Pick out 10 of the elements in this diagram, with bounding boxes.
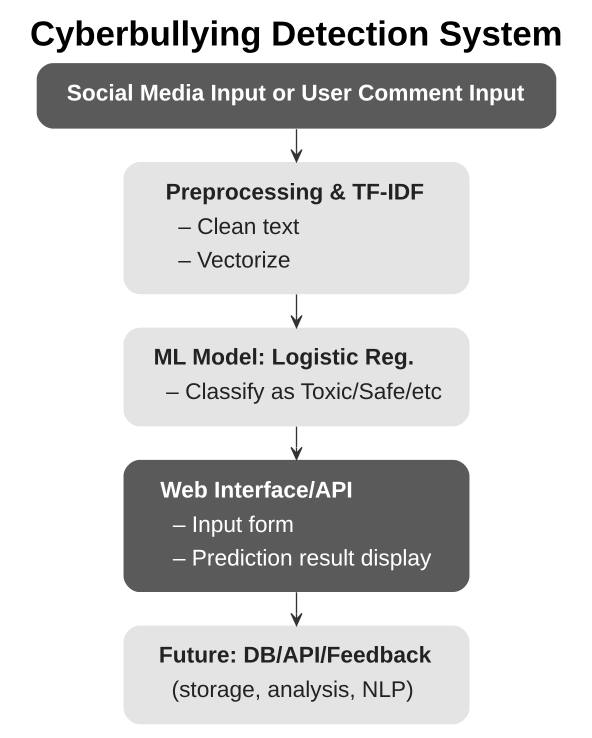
arrow xyxy=(290,426,302,460)
node-box: Social Media Input or User Comment Input xyxy=(36,63,556,129)
node-box: Preprocessing & TF-IDF – Clean text – Vectorize xyxy=(123,162,469,294)
arrow xyxy=(290,129,302,162)
arrow xyxy=(290,592,302,626)
arrow xyxy=(290,294,302,328)
node-box: Future: DB/API/Feedback (storage, analysis, NLP) xyxy=(123,625,469,724)
diagram-title: Cyberbullying Detection System xyxy=(30,15,562,54)
node-box: Web Interface/API – Input form – Prediction result display xyxy=(123,460,469,592)
node-box: ML Model: Logistic Reg. – Classify as Toxic/Safe/etc xyxy=(123,328,469,426)
